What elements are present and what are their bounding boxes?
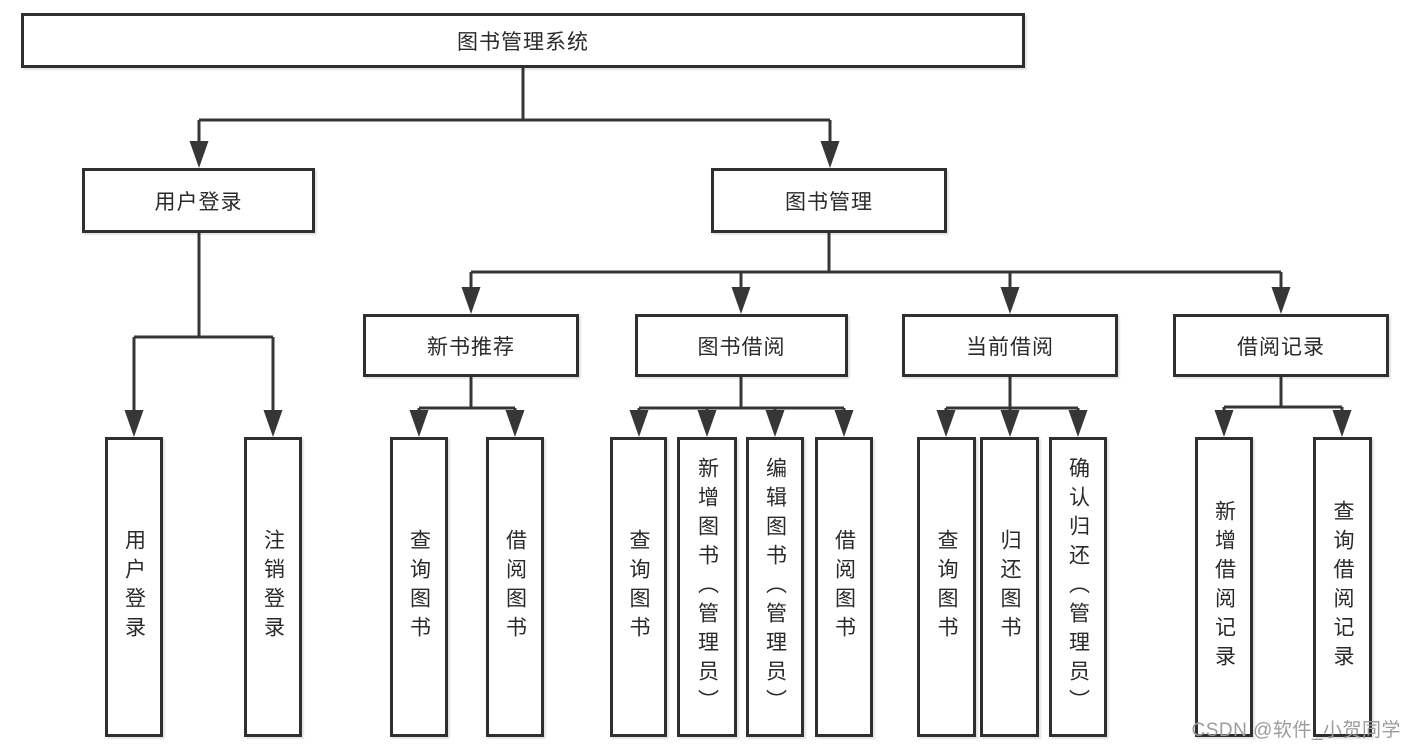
leaf-query-books-borrow: 查询图书 bbox=[610, 437, 667, 737]
node-book-management: 图书管理 bbox=[711, 168, 947, 233]
connector-user-login-children bbox=[124, 233, 283, 437]
node-book-borrow: 图书借阅 bbox=[635, 314, 848, 377]
connector-borrow-records-children bbox=[1214, 377, 1352, 437]
leaf-query-borrow-record: 查询借阅记录 bbox=[1313, 437, 1372, 737]
watermark: CSDN @软件_小贺同学 bbox=[1191, 720, 1401, 741]
leaf-add-borrow-record: 新增借阅记录 bbox=[1195, 437, 1253, 737]
node-current-borrow: 当前借阅 bbox=[902, 314, 1118, 377]
leaf-query-books-current: 查询图书 bbox=[917, 437, 976, 737]
connector-book-borrow-children bbox=[629, 377, 854, 437]
node-new-book-recommend: 新书推荐 bbox=[363, 314, 579, 377]
leaf-return-books: 归还图书 bbox=[980, 437, 1039, 737]
leaf-add-books-admin: 新增图书（管理员） bbox=[677, 437, 737, 737]
node-user-login: 用户登录 bbox=[82, 168, 315, 233]
leaf-logout-login: 注销登录 bbox=[244, 437, 302, 737]
connector-new-book-recommend-children bbox=[409, 377, 525, 437]
connector-current-borrow-children bbox=[936, 377, 1088, 437]
leaf-edit-books-admin: 编辑图书（管理员） bbox=[746, 437, 804, 737]
connector-root-to-level2 bbox=[189, 68, 840, 168]
node-borrow-records: 借阅记录 bbox=[1173, 314, 1389, 377]
node-library-management-system: 图书管理系统 bbox=[21, 13, 1025, 68]
connector-book-management-to-level3 bbox=[461, 233, 1291, 314]
leaf-borrow-books-recommend: 借阅图书 bbox=[486, 437, 544, 737]
leaf-user-login: 用户登录 bbox=[105, 437, 163, 737]
leaf-query-books-recommend: 查询图书 bbox=[390, 437, 448, 737]
leaf-confirm-return-admin: 确认归还（管理员） bbox=[1049, 437, 1107, 737]
leaf-borrow-books: 借阅图书 bbox=[815, 437, 873, 737]
